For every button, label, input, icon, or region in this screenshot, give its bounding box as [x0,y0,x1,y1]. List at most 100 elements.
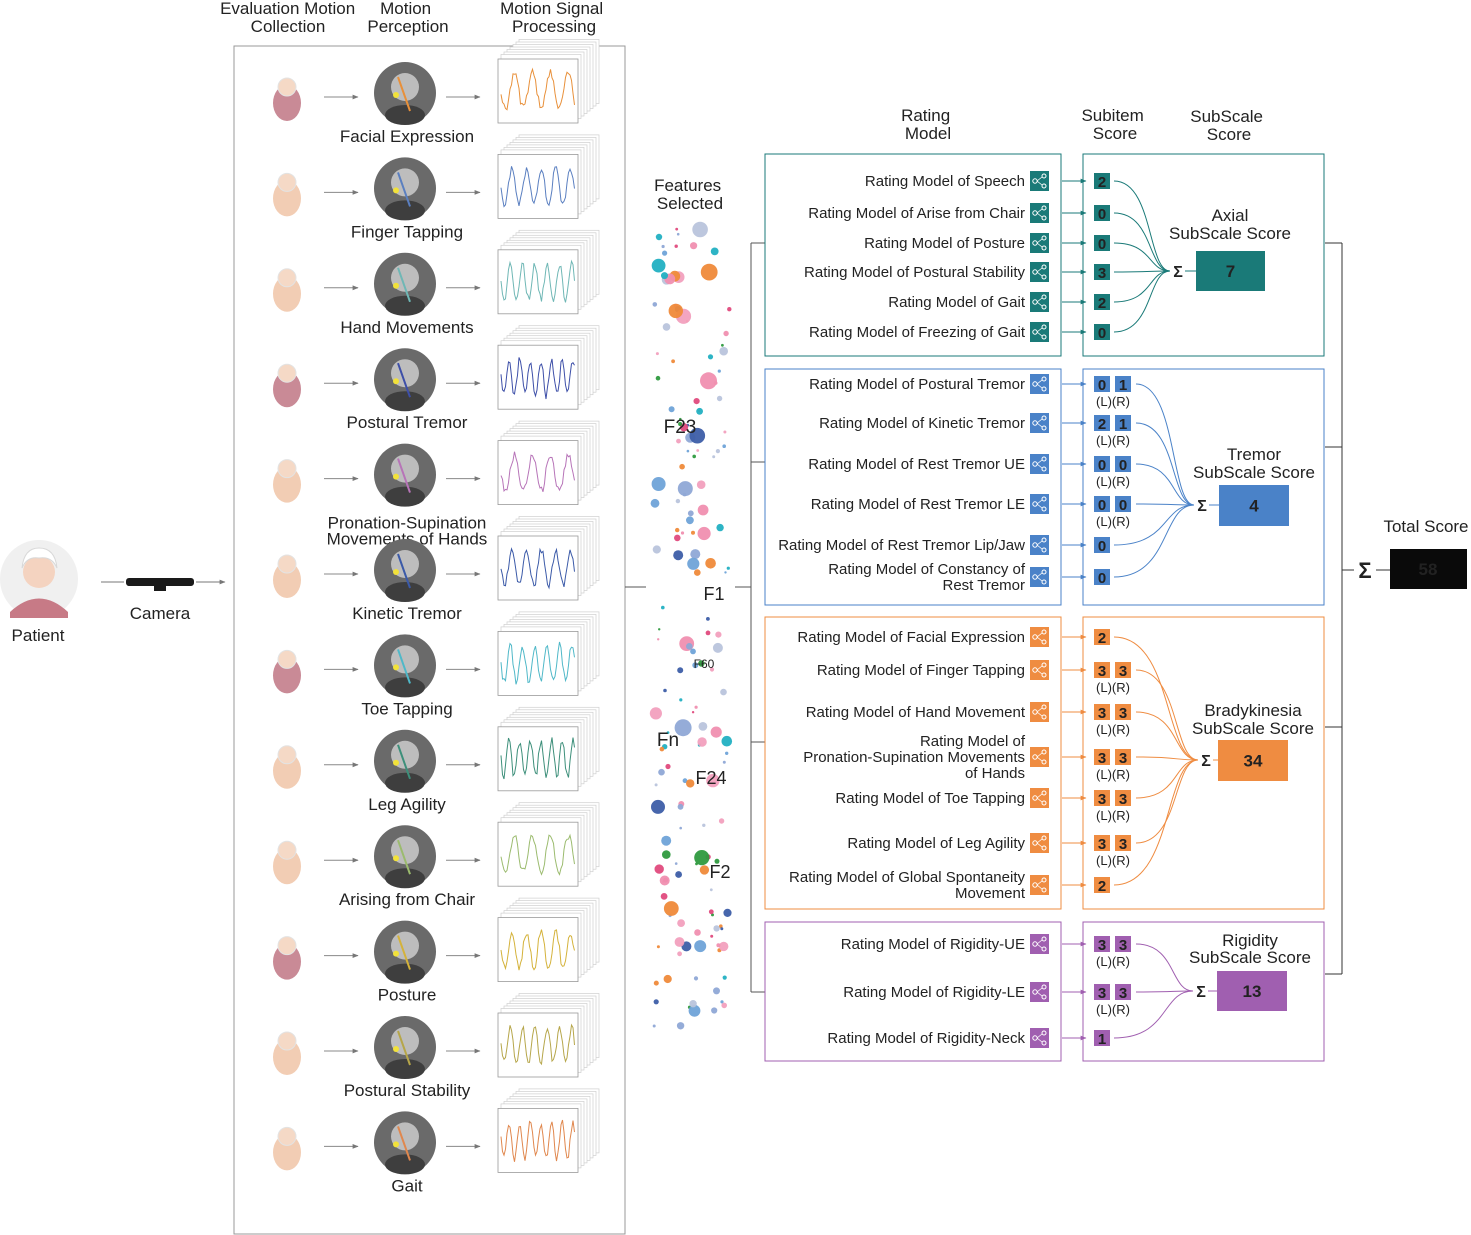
feature-bubble [720,1000,724,1004]
model-network-icon [1030,454,1049,474]
subitem-score-panel [1082,153,1325,357]
rating-model-panel [764,616,1062,910]
subitem-score-value: 3 [1098,265,1106,282]
feature-bubble [673,550,684,561]
rating-model-label: Rating Model of Kinetic Tremor [819,415,1025,432]
feature-bubble [661,272,668,280]
total-score-box [1390,549,1467,589]
task-row: Finger Tapping [273,134,600,241]
aggregation-curve [1113,636,1199,761]
task-label: Posture [378,986,437,1005]
feature-bubble [696,480,706,490]
model-network-icon [1030,875,1049,895]
feature-bubble [709,888,713,892]
subitem-score-box [1094,537,1110,553]
subitem-score-box [1094,749,1110,765]
feature-label: F60 [694,657,715,671]
body-part-icon [273,649,301,694]
side-label: (L)(R) [1096,514,1130,529]
subitem-score-box [1115,749,1131,765]
feature-bubble [698,722,708,731]
feature-bubble [652,1024,656,1028]
motion-perception-image [374,157,436,221]
aggregation-curve [1113,990,1194,1039]
feature-bubble [710,726,722,738]
model-network-icon [1030,535,1049,555]
aggregation-curve [1135,503,1195,506]
feature-bubble [688,1004,701,1017]
feature-bubble [655,352,659,356]
feature-bubble [679,417,682,421]
feature-bubble [718,818,725,824]
side-label: (L)(R) [1096,433,1130,448]
feature-bubble [702,823,706,827]
patient-label: Patient [12,626,65,645]
feature-bubble [677,919,685,927]
subitem-score-value: 3 [1119,937,1127,954]
subitem-score-box [1115,790,1131,806]
feature-bubble [655,233,663,241]
model-network-icon [1030,567,1049,587]
task-row: Postural Tremor [273,325,600,432]
aggregation-curve [1135,943,1194,992]
side-label: (L)(R) [1096,474,1130,489]
feature-bubble [680,531,685,535]
aggregation-curve [1135,756,1199,761]
signal-plot [497,134,600,219]
feature-bubble [649,707,663,720]
subitem-score-panel [1082,616,1325,910]
task-row: Postural Stability [273,993,600,1100]
features-to-models-connector [735,242,765,993]
subitem-score-value: 3 [1119,705,1127,722]
feature-bubble [677,803,684,810]
rating-model-label: Rating Model of Speech [865,173,1025,190]
feature-bubble [655,375,661,381]
feature-bubble [700,263,718,281]
side-label: (L)(R) [1096,722,1130,737]
subitem-score-box [1115,984,1131,1000]
feature-bubble [674,719,692,737]
model-network-icon [1030,203,1049,223]
feature-bubble [697,504,709,516]
feature-bubble [651,477,666,491]
subitem-score-box [1094,496,1110,512]
subitem-score-box [1094,984,1110,1000]
feature-bubble [693,976,699,981]
side-label: (L)(R) [1096,808,1130,823]
feature-label: F23 [664,417,697,438]
rating-model-label: Rating Model of Facial Expression [797,629,1025,646]
model-network-icon [1030,494,1049,514]
subitem-score-box [1094,936,1110,952]
feature-bubble [711,1007,718,1014]
rating-model-label: Rating Model of Hand Movement [806,704,1026,721]
feature-bubble [716,943,721,948]
feature-bubble [656,945,660,949]
feature-bubble [722,444,726,449]
motion-perception-image [374,443,436,507]
feature-bubble [697,526,711,541]
motion-perception-image [374,825,436,889]
feature-bubble [675,227,679,231]
feature-bubble [674,937,685,947]
subitem-score-value: 0 [1098,457,1106,474]
feature-bubble [716,523,724,532]
rating-model-label: Rating Model of Gait [888,294,1026,311]
rating-model-label: Rating Model of Arise from Chair [808,205,1025,222]
feature-bubble [723,908,732,918]
subitem-score-box [1115,456,1131,472]
feature-bubble [696,449,700,452]
feature-bubble [715,631,722,638]
feature-bubble [659,746,665,752]
aggregation-curve [1135,759,1199,799]
aggregation-curve [1113,180,1171,272]
feature-bubble [726,566,730,570]
subitem-score-value: 2 [1098,416,1106,433]
